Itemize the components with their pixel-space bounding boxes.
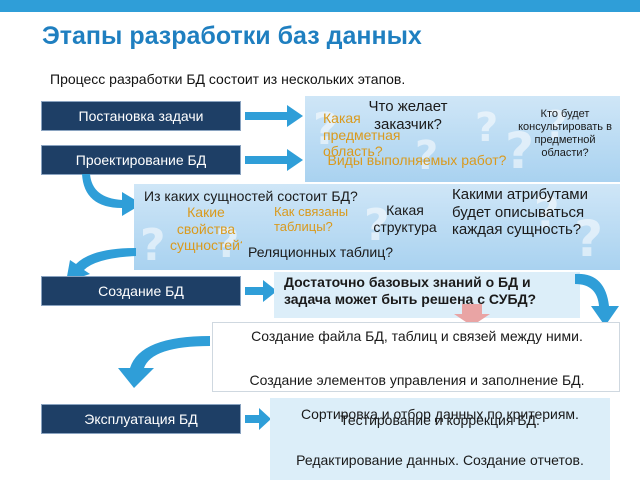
question-mark-icon: ? [140, 220, 166, 270]
task-questions-panel: ? ? ? ? ? Что желает заказчик? Какая пре… [305, 96, 620, 182]
down-arrow-icon [454, 304, 490, 326]
curved-arrow-icon [575, 273, 619, 326]
stage-task-definition: Постановка задачи [41, 101, 241, 131]
right-arrow-icon [245, 105, 303, 127]
operation-tasks-box: Тестирование и коррекция БД. Сортировка … [270, 398, 610, 480]
question-subject-area: Какая предметная область? [323, 110, 401, 160]
question-customer-wants: Что желает заказчик? [368, 98, 448, 133]
question-mark-icon: ? [475, 105, 499, 151]
right-arrow-icon [245, 408, 271, 430]
stage-operation: Эксплуатация БД [41, 404, 241, 434]
creation-check-box: Достаточно базовых знаний о БД и задача … [274, 272, 580, 318]
question-mark-icon: ? [313, 104, 339, 155]
design-questions-panel: ? ? ? ? ? Из каких сущностей состоит БД?… [134, 184, 620, 270]
question-mark-icon: ? [415, 133, 439, 179]
question-work-types: Виды выполняемых работ? [327, 152, 507, 168]
curved-arrow-icon [118, 336, 210, 388]
question-entities: Из каких сущностей состоит БД? [144, 188, 358, 204]
page-subtitle: Процесс разработки БД состоит из несколь… [50, 71, 406, 87]
top-accent-bar [0, 0, 640, 12]
curved-arrow-icon [82, 174, 142, 216]
question-structure: Какая структура [373, 202, 437, 235]
creation-knowledge-check: Достаточно базовых знаний о БД и задача … [284, 274, 537, 307]
question-table-links: Как связаны таблицы? [274, 204, 349, 234]
question-mark-icon: ? [364, 200, 390, 251]
question-mark-icon: ? [545, 103, 568, 147]
question-consultant: Кто будет консультировать в предметной о… [518, 108, 612, 159]
question-relational-tables: Реляционных таблиц? [248, 244, 394, 260]
stage-design: Проектирование БД [41, 145, 241, 175]
operation-editing: Редактирование данных. Создание отчетов. [296, 452, 584, 468]
curved-arrow-icon [66, 248, 136, 282]
question-attributes: Какими атрибутами будет описываться кажд… [452, 186, 588, 239]
question-mark-icon: ? [534, 188, 560, 239]
question-mark-icon: ? [505, 122, 535, 180]
right-arrow-icon [245, 280, 277, 302]
operation-testing: Тестирование и коррекция БД. [340, 412, 540, 428]
creation-steps-controls: Создание элементов управления и заполнен… [249, 372, 585, 388]
question-entity-properties: Какие свойства сущностей? [170, 204, 242, 254]
page-title: Этапы разработки баз данных [42, 22, 422, 50]
question-mark-icon: ? [216, 221, 240, 267]
creation-steps-files: Создание файла БД, таблиц и связей между… [251, 328, 583, 344]
creation-steps-box: Создание файла БД, таблиц и связей между… [212, 322, 620, 392]
stage-creation: Создание БД [41, 276, 241, 306]
right-arrow-icon [245, 149, 303, 171]
question-mark-icon: ? [574, 210, 604, 268]
operation-sorting: Сортировка и отбор данных по критериям. [301, 406, 579, 422]
